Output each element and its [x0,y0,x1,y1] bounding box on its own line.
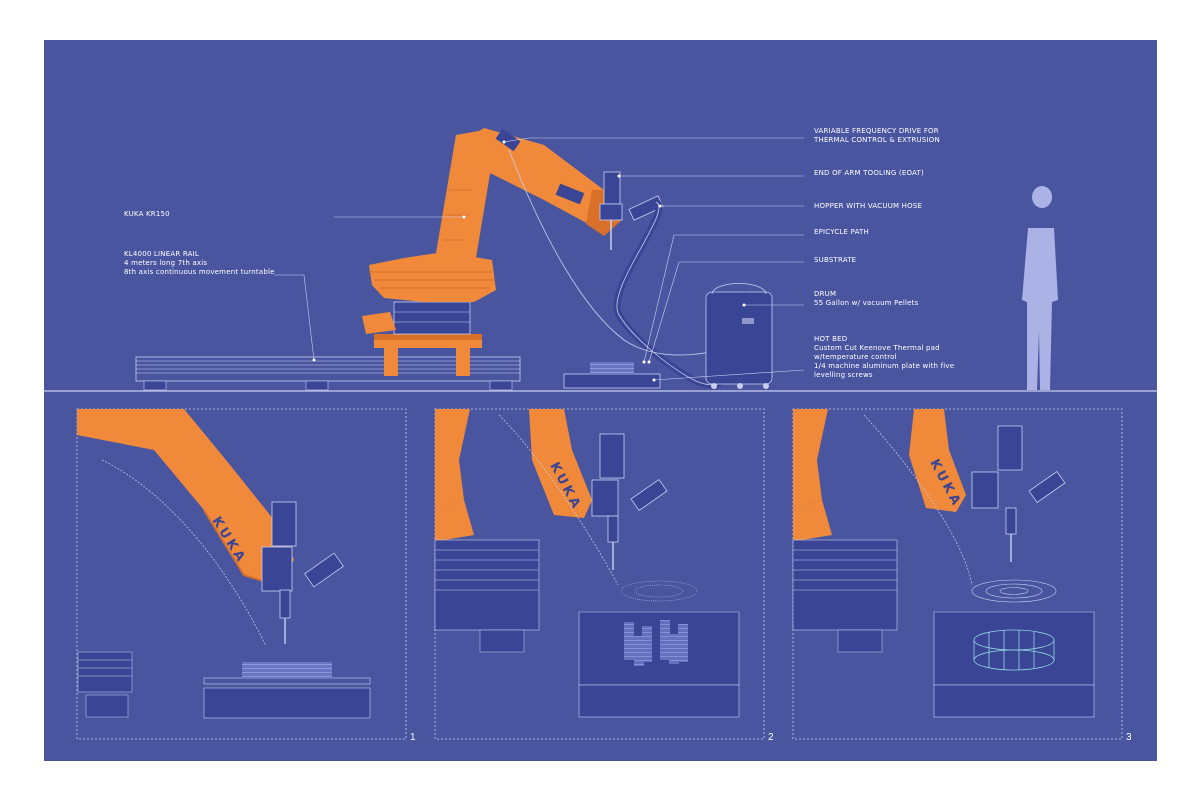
panel-3: KUKA 3 [792,408,1132,743]
diagram-board: VARIABLE FREQUENCY DRIVE FOR THERMAL CON… [44,40,1157,761]
panel-number-2: 2 [768,732,774,743]
label-drum-title: DRUM [814,290,836,298]
substrate [590,362,634,374]
label-hopper: HOPPER WITH VACUUM HOSE [814,202,922,210]
top-scene: VARIABLE FREQUENCY DRIVE FOR THERMAL CON… [44,127,1157,392]
label-hotbed-line2: w/temperature control [814,353,897,361]
label-hotbed-title: HOT BED [814,335,847,343]
label-rail-line1: 4 meters long 7th axis [124,259,207,267]
robot-base [374,301,482,376]
hot-bed [563,362,661,389]
panel-2: KUKA 2 [434,408,774,743]
robot-diagram-svg: VARIABLE FREQUENCY DRIVE FOR THERMAL CON… [44,127,1157,743]
leader-dots [312,140,746,382]
label-epicycle: EPICYCLE PATH [814,228,869,236]
label-hotbed-line4: levelling screws [814,371,873,379]
label-rail-line2: 8th axis continuous movement turntable [124,268,275,276]
panel-number-1: 1 [410,732,416,743]
panel-number-3: 3 [1126,732,1132,743]
label-hotbed-line1: Custom Cut Keenove Thermal pad [814,344,940,352]
leader-lines [274,137,805,381]
label-vfd-line2: THERMAL CONTROL & EXTRUSION [813,136,940,144]
eoat-tool [599,171,664,250]
human-silhouette [1022,186,1058,390]
label-drum-desc: 55 Gallon w/ vacuum Pellets [814,299,919,307]
robot-kuka-kr150 [362,128,622,334]
label-rail-title: KL4000 LINEAR RAIL [124,250,199,258]
drum [705,283,773,389]
label-substrate: SUBSTRATE [814,256,856,264]
label-eoat: END OF ARM TOOLING (EOAT) [814,169,924,177]
label-hotbed-line3: 1/4 machine aluminum plate with five [814,362,954,370]
label-robot: KUKA KR150 [124,210,170,218]
cable-line [508,149,745,356]
label-vfd-line1: VARIABLE FREQUENCY DRIVE FOR [814,127,939,135]
panel-1: KUKA 1 [76,408,416,743]
